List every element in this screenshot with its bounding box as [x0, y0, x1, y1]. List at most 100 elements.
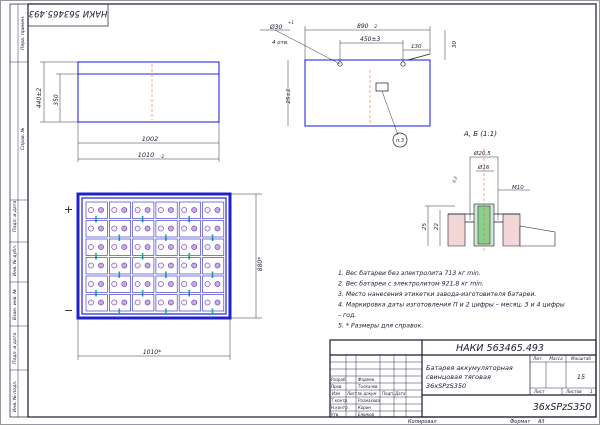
cell-terminal	[181, 207, 188, 213]
cell-terminal	[204, 299, 211, 306]
detail-view: А, Б (1:1) Ø20,5 Ø16 М10 0,2 25 22	[422, 130, 556, 252]
cell-terminal	[88, 244, 94, 250]
cell	[178, 257, 201, 275]
cell-terminal	[144, 244, 151, 250]
cell	[109, 238, 131, 256]
detail-title: А, Б (1:1)	[463, 130, 497, 138]
stamp-title-3: 36xSPzS350	[426, 382, 466, 390]
note-line: – год.	[338, 312, 356, 319]
name-5: Ежиков	[358, 412, 375, 417]
front-view: 440±2 350 1002 1010 -2	[36, 61, 220, 162]
cell-grid	[85, 201, 225, 315]
side-podp1: Подп. и дата	[12, 201, 18, 232]
detail-d205: Ø20,5	[473, 150, 491, 157]
note-p3: п.3	[396, 138, 404, 144]
cell	[109, 201, 131, 219]
sheets-count: 1	[590, 389, 593, 394]
dim-440: 440±2	[36, 88, 43, 108]
cell-terminal	[98, 299, 104, 306]
stamp-designation: 36xSPzS350	[533, 402, 592, 413]
cell-terminal	[111, 244, 118, 250]
cell-terminal	[214, 244, 221, 250]
cell-terminal	[98, 281, 104, 287]
cell-terminal	[134, 281, 141, 287]
cell-terminal	[88, 207, 94, 213]
title-block: НАКИ 563465.493 Батарея аккумуляторная с…	[329, 339, 597, 418]
hdr-sign: Подп.	[382, 391, 394, 396]
detail-25: 25	[422, 223, 428, 230]
cell	[85, 294, 108, 312]
side-sprav: Справ. №	[20, 127, 26, 150]
role-razrab: Разраб.	[331, 377, 347, 382]
note-line: 5. * Размеры для справок.	[338, 323, 423, 330]
role-nkontr: Н.контр.	[331, 405, 349, 410]
stamp-title-1: Батарея аккумуляторная	[426, 364, 513, 372]
sheets-label: Листов	[565, 389, 582, 394]
hdr-date: Дата	[394, 391, 406, 396]
cell-terminal	[88, 262, 94, 269]
detail-tol: 0,2	[451, 175, 458, 183]
role-prov: Пров.	[331, 384, 343, 389]
side-inv-podl: Инв. № подл.	[12, 380, 18, 412]
dim-1010b: 1010*	[143, 349, 161, 356]
cell-terminal	[167, 281, 174, 287]
copied-label: Копировал	[408, 419, 437, 425]
cell-terminal	[214, 207, 221, 213]
cell-terminal	[134, 225, 141, 232]
hdr-list: Лист	[346, 391, 358, 396]
col-mass: Масса	[549, 356, 563, 361]
cell-terminal	[144, 281, 151, 287]
note-line: 1. Вес батареи без электролита 713 кг mi…	[338, 269, 481, 277]
cell-terminal	[134, 262, 141, 269]
cell-terminal	[98, 207, 104, 213]
hdr-doc: № докум.	[357, 391, 378, 396]
cell-terminal	[111, 281, 118, 287]
dim-350: 350	[53, 94, 60, 106]
plus-terminal: +	[64, 203, 73, 216]
cell	[178, 294, 201, 312]
cell-terminal	[111, 225, 118, 232]
cell-terminal	[144, 207, 151, 213]
name-2: Толкачев	[358, 384, 378, 389]
detail-m10: М10	[512, 185, 524, 191]
cell-terminal	[181, 262, 188, 269]
hole-spec: Ø30	[269, 24, 283, 31]
cell-terminal	[204, 281, 211, 287]
cell	[202, 275, 225, 293]
cell-terminal	[167, 207, 174, 213]
cell-terminal	[191, 281, 198, 287]
side-podp2: Подп. и дата	[12, 333, 18, 364]
cell-terminal	[167, 225, 174, 232]
cell-terminal	[191, 225, 198, 232]
cell-terminal	[157, 299, 164, 306]
format-value: А3	[537, 419, 545, 425]
cell-terminal	[121, 262, 128, 269]
cell-terminal	[214, 225, 221, 232]
cell-terminal	[121, 207, 128, 213]
cell-terminal	[204, 262, 211, 269]
note-line: 4. Маркировка даты изготовления П и 2 ци…	[338, 302, 565, 309]
cell	[155, 201, 178, 219]
cell-terminal	[157, 244, 164, 250]
cell-terminal	[214, 299, 221, 306]
side-vzam: Взам. инв. №	[12, 289, 18, 320]
cell-terminal	[111, 207, 118, 213]
col-scale: Масштаб	[571, 356, 591, 361]
dim-30: 30	[452, 41, 458, 48]
hole-tol: +1	[288, 20, 294, 25]
cell-terminal	[121, 281, 128, 287]
hdr-izm: Изм	[332, 391, 340, 396]
dim-1010a: 1010	[138, 151, 155, 159]
rotated-code-box: НАКИ 563465.493	[27, 3, 109, 27]
side-view: 890 -2 450±3 130 30 25±1 Ø30 +1 4 отв. п…	[260, 20, 458, 148]
cell-terminal	[144, 225, 151, 232]
cell-terminal	[134, 207, 141, 213]
cell-terminal	[121, 244, 128, 250]
cell-terminal	[157, 262, 164, 269]
cell-terminal	[157, 207, 164, 213]
cell-terminal	[214, 281, 221, 287]
cell-terminal	[121, 299, 128, 306]
cell	[155, 238, 178, 256]
cell	[155, 275, 178, 293]
